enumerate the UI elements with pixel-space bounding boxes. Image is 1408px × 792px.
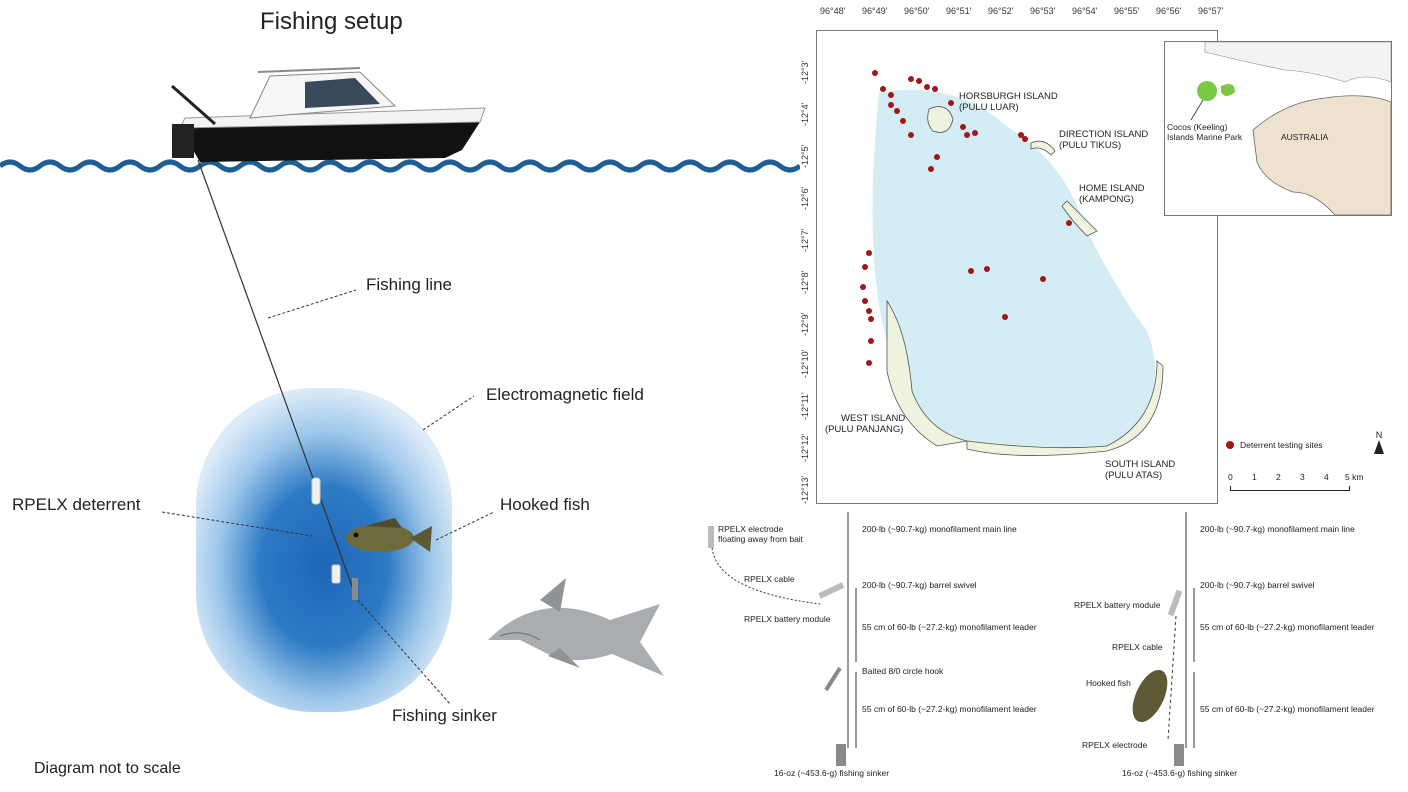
label-home: HOME ISLAND(KAMPONG) bbox=[1079, 183, 1145, 205]
island-west bbox=[886, 299, 968, 447]
hooked-fish-icon bbox=[346, 518, 432, 552]
inset-map: Cocos (Keeling)Islands Marine Park AUSTR… bbox=[1164, 41, 1392, 216]
marine-park-1 bbox=[1197, 81, 1217, 101]
lagoon bbox=[872, 89, 1155, 454]
boat-icon bbox=[171, 67, 486, 162]
rig-right-swivel: 200-lb (~90.7-kg) barrel swivel bbox=[1200, 580, 1315, 590]
rig-left-main-line: 200-lb (~90.7-kg) monofilament main line bbox=[862, 524, 1017, 534]
rig-left-sinker: 16-oz (~453.6-g) fishing sinker bbox=[774, 768, 890, 778]
scale-bar: 0 1 2 3 4 5 km bbox=[1228, 472, 1398, 496]
label-em-field: Electromagnetic field bbox=[486, 385, 644, 404]
em-field bbox=[196, 388, 452, 712]
legend-site-marker bbox=[1226, 441, 1234, 449]
rig-right-battery: RPELX battery module bbox=[1074, 600, 1161, 610]
lat-axis: -12°3' -12°4' -12°5' -12°6' -12°7' -12°8… bbox=[800, 60, 810, 504]
rig-right-cable: RPELX cable bbox=[1112, 642, 1163, 652]
rig-left-hook: Baited 8/0 circle hook bbox=[862, 666, 944, 676]
rpelx-electrode bbox=[311, 477, 321, 505]
setup-title: Fishing setup bbox=[260, 8, 403, 35]
legend-sites-label: Deterrent testing sites bbox=[1240, 440, 1323, 450]
testing-sites bbox=[860, 70, 1072, 366]
rig-left-leader2: 55 cm of 60-lb (~27.2-kg) monofilament l… bbox=[862, 704, 1037, 714]
rig-right-hooked-fish: Hooked fish bbox=[1086, 678, 1131, 688]
rig-right-electrode: RPELX electrode bbox=[1082, 740, 1148, 750]
island-direction bbox=[1030, 140, 1056, 156]
rig-left-swivel: 200-lb (~90.7-kg) barrel swivel bbox=[862, 580, 977, 590]
rig-right-graphic bbox=[1132, 512, 1195, 766]
cocos-map: HORSBURGH ISLAND(PULU LUAR) DIRECTION IS… bbox=[816, 30, 1218, 504]
rig-right-leader1: 55 cm of 60-lb (~27.2-kg) monofilament l… bbox=[1200, 622, 1375, 632]
label-south: SOUTH ISLAND(PULU ATAS) bbox=[1105, 459, 1176, 481]
label-direction: DIRECTION ISLAND(PULU TIKUS) bbox=[1059, 129, 1149, 151]
note-not-to-scale: Diagram not to scale bbox=[34, 760, 181, 777]
island-home bbox=[1061, 200, 1098, 237]
rig-right-leader2: 55 cm of 60-lb (~27.2-kg) monofilament l… bbox=[1200, 704, 1375, 714]
inset-label-australia: AUSTRALIA bbox=[1281, 132, 1329, 142]
inset-label-cocos: Cocos (Keeling)Islands Marine Park bbox=[1167, 122, 1243, 142]
north-arrow-icon: N bbox=[1374, 430, 1384, 454]
lon-axis: 96°48' 96°49' 96°50' 96°51' 96°52' 96°53… bbox=[820, 6, 1224, 16]
marine-park-2 bbox=[1221, 84, 1235, 96]
label-fishing-line: Fishing line bbox=[366, 275, 452, 294]
island-south bbox=[966, 360, 1164, 456]
fishing-line bbox=[197, 159, 358, 601]
shark-icon bbox=[488, 578, 664, 676]
sinker-icon bbox=[352, 578, 358, 600]
label-hooked-fish: Hooked fish bbox=[500, 495, 590, 514]
rig-right-sinker: 16-oz (~453.6-g) fishing sinker bbox=[1122, 768, 1238, 778]
label-west: WEST ISLAND(PULU PANJANG) bbox=[825, 413, 906, 435]
rig-right-main-line: 200-lb (~90.7-kg) monofilament main line bbox=[1200, 524, 1355, 534]
australia-shape bbox=[1252, 95, 1391, 215]
rpelx-battery bbox=[331, 564, 341, 584]
asia-shape bbox=[1204, 42, 1391, 83]
label-fishing-sinker: Fishing sinker bbox=[392, 706, 497, 725]
rig-left-cable: RPELX cable bbox=[744, 574, 795, 584]
label-rpelx: RPELX deterrent bbox=[12, 495, 141, 514]
setup-illustration bbox=[0, 67, 800, 712]
rig-left-battery: RPELX battery module bbox=[744, 614, 831, 624]
island-horsburgh bbox=[927, 106, 954, 133]
label-horsburgh: HORSBURGH ISLAND(PULU LUAR) bbox=[959, 91, 1058, 113]
water-surface bbox=[0, 159, 800, 173]
rig-left-leader1: 55 cm of 60-lb (~27.2-kg) monofilament l… bbox=[862, 622, 1037, 632]
